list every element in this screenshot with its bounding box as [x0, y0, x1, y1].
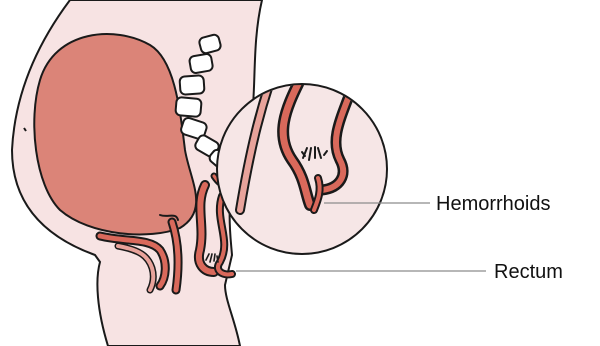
rectum-label: Rectum: [494, 261, 563, 283]
vertebra: [189, 53, 214, 74]
vertebra: [179, 75, 204, 95]
vertebra: [175, 97, 201, 117]
hemorrhoids-label: Hemorrhoids: [436, 193, 550, 215]
